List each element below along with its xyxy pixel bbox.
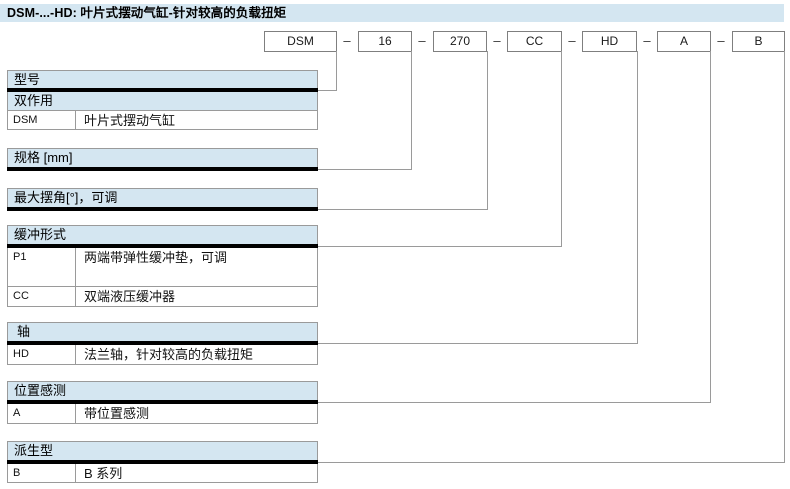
connector-vline-size xyxy=(411,51,412,170)
connector-hline-swivel-angle xyxy=(318,209,488,210)
header-underline-bar xyxy=(7,167,318,171)
header-underline-bar xyxy=(7,341,318,345)
table-cushioning: 缓冲形式 P1 两端带弹性缓冲垫，可调 CC 双端液压缓冲器 xyxy=(7,225,318,307)
table-shaft: 轴 HD 法兰轴，针对较高的负载扭矩 xyxy=(7,322,318,365)
code-cell: P1 xyxy=(8,248,76,286)
table-row: B B 系列 xyxy=(7,464,318,483)
header-underline-bar xyxy=(7,207,318,211)
page-title: DSM-...-HD: 叶片式摆动气缸-针对较高的负载扭矩 xyxy=(0,4,784,22)
table-row: A 带位置感测 xyxy=(7,404,318,424)
code-cell: DSM xyxy=(8,111,76,129)
code-separator: – xyxy=(418,33,426,48)
code-cell: A xyxy=(8,404,76,423)
description-cell: 双端液压缓冲器 xyxy=(84,289,176,304)
code-box-variant: B xyxy=(732,31,785,52)
code-cell: HD xyxy=(8,345,76,364)
table-row: DSM 叶片式摆动气缸 xyxy=(7,111,318,130)
connector-hline-type xyxy=(318,90,337,91)
description-cell: B 系列 xyxy=(84,466,123,481)
connector-hline-shaft xyxy=(318,343,638,344)
table-row: P1 两端带弹性缓冲垫，可调 xyxy=(7,248,318,287)
header-underline-bar xyxy=(7,88,318,92)
header-underline-bar xyxy=(7,244,318,248)
code-box-shaft: HD xyxy=(582,31,637,52)
connector-hline-cushioning xyxy=(318,246,562,247)
connector-vline-position-sensing xyxy=(710,51,711,403)
table-header: 规格 [mm] xyxy=(7,148,318,167)
code-box-position-sensing: A xyxy=(657,31,711,52)
table-row: CC 双端液压缓冲器 xyxy=(7,287,318,307)
connector-vline-type xyxy=(336,51,337,91)
code-box-cushioning: CC xyxy=(507,31,562,52)
header-underline-bar xyxy=(7,460,318,464)
table-position-sensing: 位置感测 A 带位置感测 xyxy=(7,381,318,424)
connector-vline-shaft xyxy=(637,51,638,344)
code-box-swivel-angle: 270 xyxy=(433,31,487,52)
table-row: HD 法兰轴，针对较高的负载扭矩 xyxy=(7,345,318,365)
table-variant: 派生型 B B 系列 xyxy=(7,441,318,483)
connector-vline-cushioning xyxy=(561,51,562,247)
header-underline-bar xyxy=(7,400,318,404)
table-size: 规格 [mm] xyxy=(7,148,318,171)
table-header: 轴 xyxy=(7,322,318,341)
table-header: 位置感测 xyxy=(7,381,318,400)
code-separator: – xyxy=(493,33,501,48)
connector-hline-variant xyxy=(318,462,785,463)
code-box-type: DSM xyxy=(264,31,337,52)
description-cell: 带位置感测 xyxy=(84,406,150,421)
connector-hline-size xyxy=(318,169,412,170)
code-cell: CC xyxy=(8,287,76,306)
description-cell: 两端带弹性缓冲垫，可调 xyxy=(84,250,228,265)
description-cell: 叶片式摆动气缸 xyxy=(84,113,176,128)
code-separator: – xyxy=(643,33,651,48)
table-subheader: 双作用 xyxy=(7,92,318,111)
code-separator: – xyxy=(717,33,725,48)
code-separator: – xyxy=(568,33,576,48)
table-header: 型号 xyxy=(7,70,318,88)
code-separator: – xyxy=(343,33,351,48)
connector-vline-swivel-angle xyxy=(487,51,488,210)
connector-hline-position-sensing xyxy=(318,402,711,403)
table-header: 派生型 xyxy=(7,441,318,460)
description-cell: 法兰轴，针对较高的负载扭矩 xyxy=(84,347,254,362)
connector-vline-variant xyxy=(784,51,785,463)
code-cell: B xyxy=(8,464,76,482)
table-header: 缓冲形式 xyxy=(7,225,318,244)
table-header: 最大摆角[°]，可调 xyxy=(7,188,318,207)
table-swivel-angle: 最大摆角[°]，可调 xyxy=(7,188,318,211)
table-model: 型号 双作用 DSM 叶片式摆动气缸 xyxy=(7,70,318,130)
code-box-size: 16 xyxy=(358,31,412,52)
